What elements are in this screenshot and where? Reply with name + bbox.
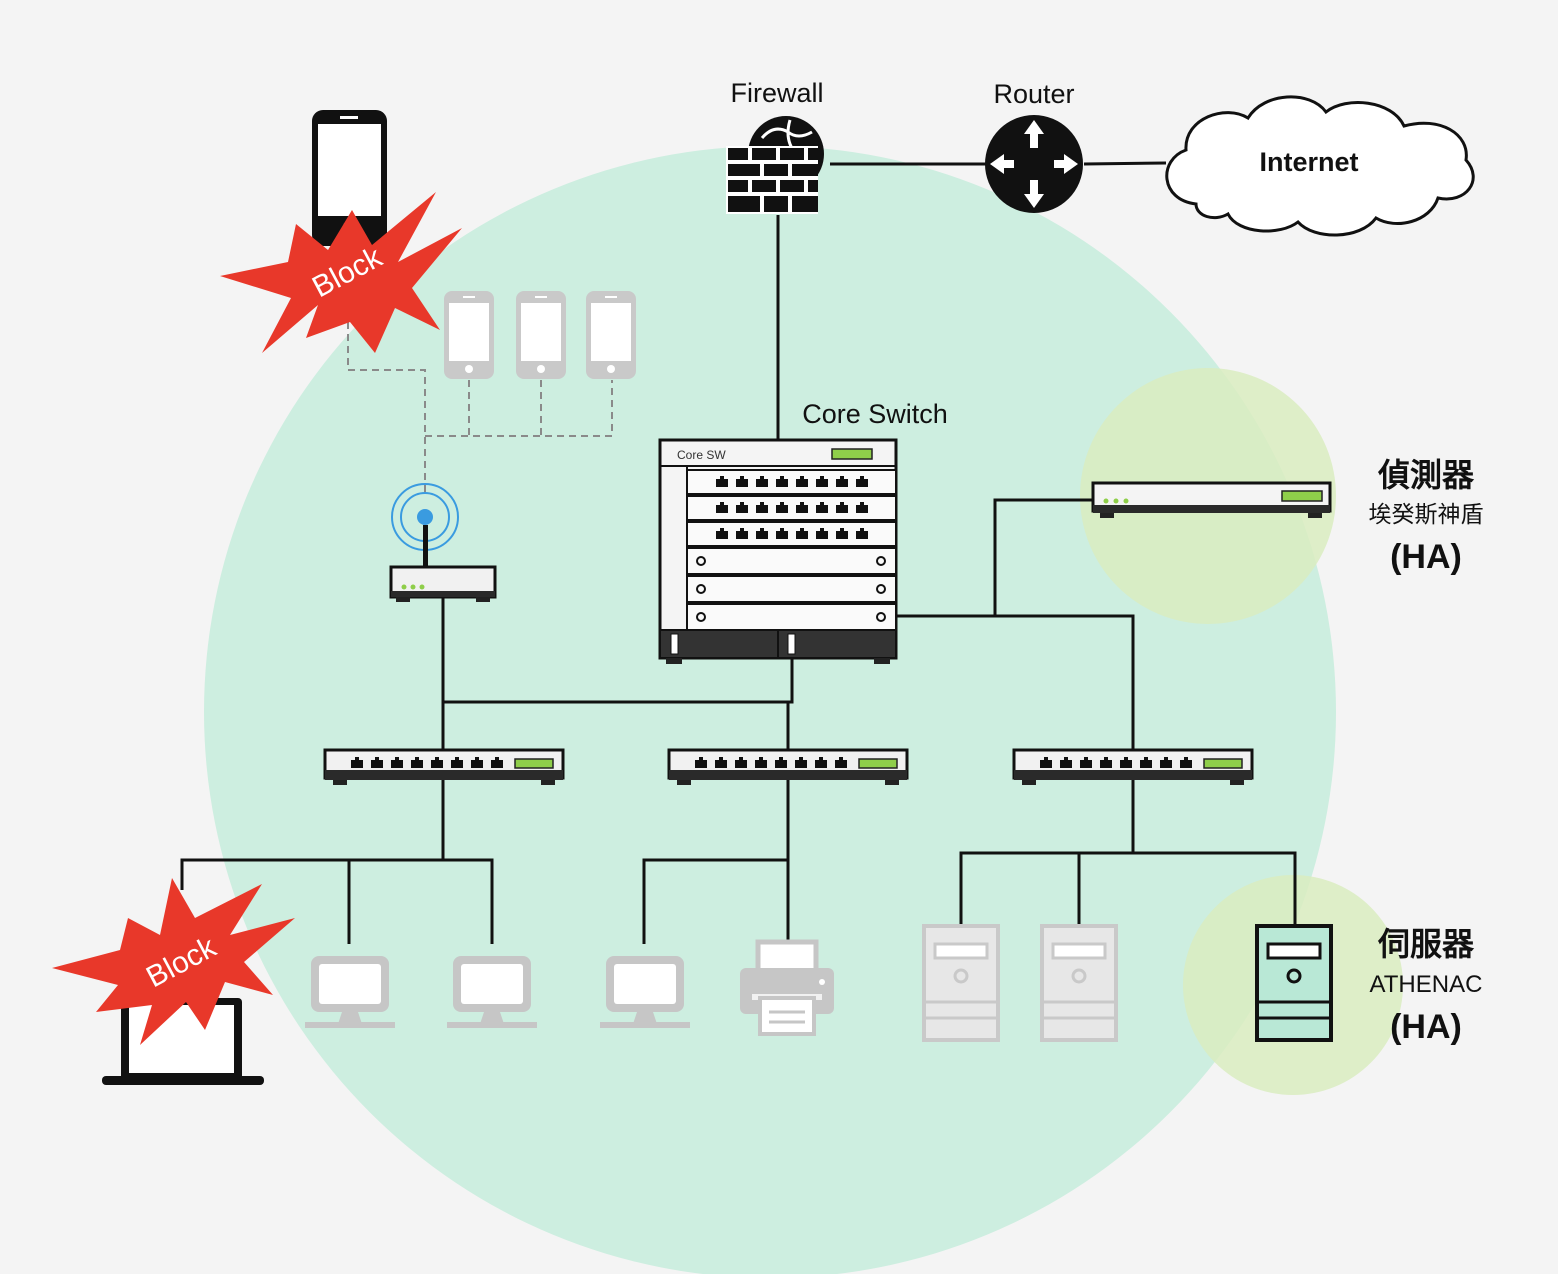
printer-icon — [740, 939, 834, 1036]
core-switch-icon — [658, 438, 898, 664]
core-switch-label: Core Switch — [802, 399, 948, 429]
detector-ha: (HA) — [1390, 538, 1462, 576]
athenac-server-icon — [1255, 924, 1333, 1042]
server-product: ATHENAC — [1370, 971, 1483, 998]
cloud-icon — [1165, 95, 1475, 237]
internet-label: Internet — [1259, 147, 1358, 177]
core-sw-panel-label: Core SW — [677, 448, 726, 462]
detector-product: 埃癸斯神盾 — [1369, 502, 1484, 528]
block-burst-top — [220, 192, 462, 353]
router-icon — [985, 115, 1083, 213]
firewall-icon — [726, 116, 824, 214]
wifi-router-icon — [389, 483, 497, 602]
access-switch-icon — [325, 750, 1252, 785]
mobile-devices — [444, 291, 636, 379]
connections — [180, 161, 1297, 944]
server-ha: (HA) — [1390, 1008, 1462, 1046]
sensor-appliance-icon — [1091, 481, 1332, 518]
phone-icon — [312, 110, 387, 246]
server-title: 伺服器 — [1377, 925, 1475, 963]
wireless-links — [347, 310, 613, 495]
detector-title: 偵測器 — [1377, 456, 1475, 494]
router-label: Router — [993, 79, 1074, 109]
block-burst-bottom — [52, 878, 295, 1045]
laptop-icon — [102, 998, 264, 1085]
firewall-label: Firewall — [730, 78, 823, 108]
